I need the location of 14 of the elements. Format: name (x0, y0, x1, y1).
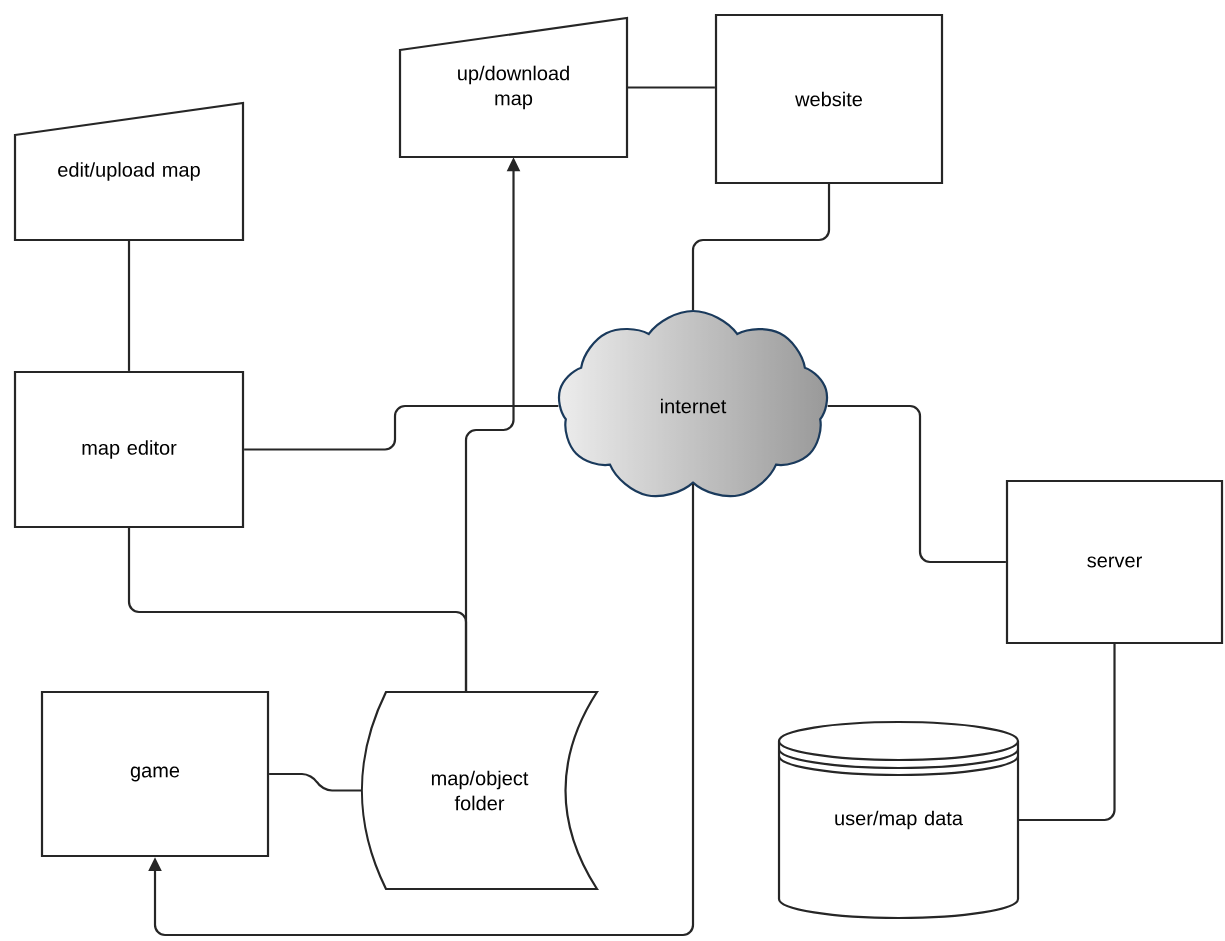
connector-line (244, 404, 559, 451)
database-cylinder: user/map data (777, 720, 1020, 920)
connector-line (269, 772, 362, 792)
arrow (148, 484, 695, 937)
connector-line (827, 404, 1006, 564)
connector-line (691, 184, 831, 310)
process-box: game (40, 690, 270, 858)
connector-line (127, 240, 131, 371)
connector-line (1018, 644, 1116, 822)
connector-line (627, 86, 715, 89)
process-box: server (1005, 479, 1224, 645)
process-box: map editor (13, 370, 245, 529)
process-box: website (714, 13, 944, 185)
connector-line (127, 528, 468, 692)
